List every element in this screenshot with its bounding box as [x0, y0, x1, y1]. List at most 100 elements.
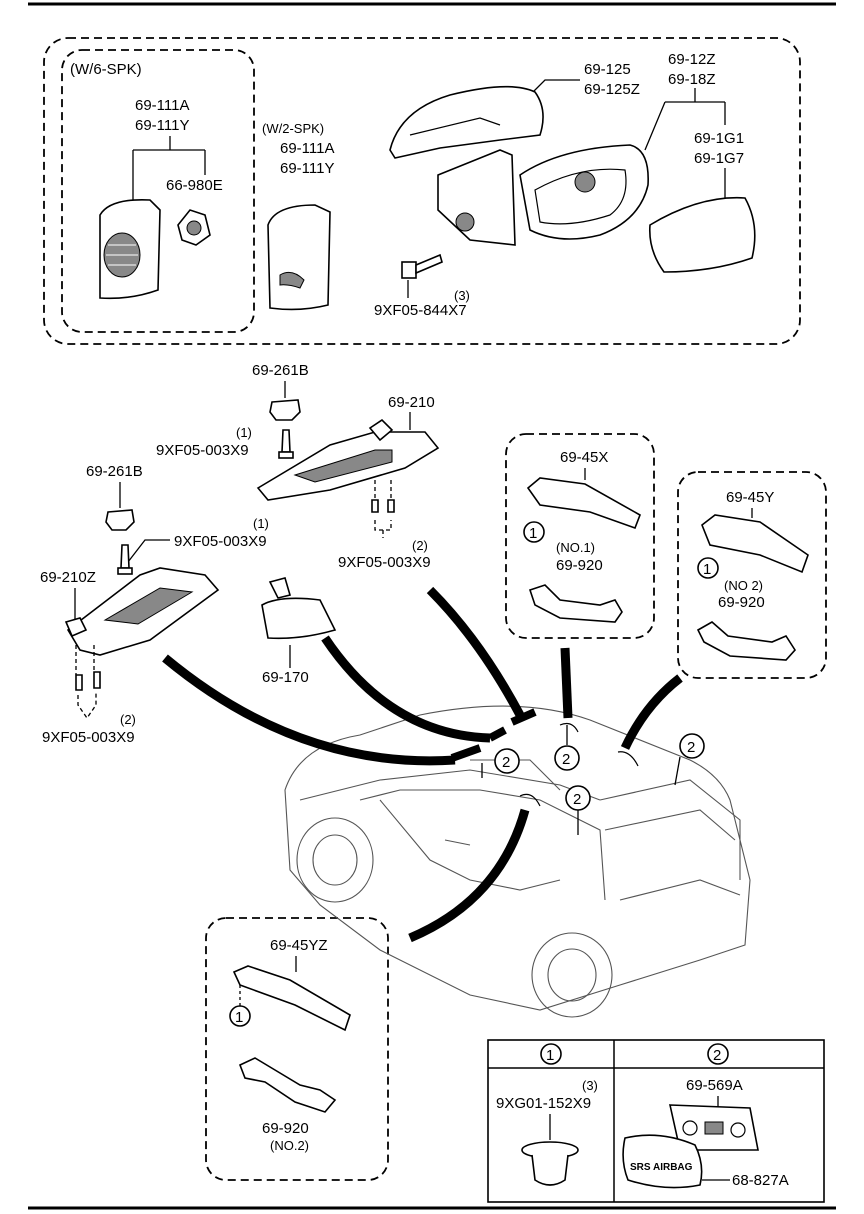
visor-clip-upper-number: 69-261B	[252, 362, 309, 379]
visor-right-band	[426, 586, 524, 718]
front-grip-ref: 1	[529, 525, 537, 542]
mirror-base	[437, 149, 516, 246]
rear-grip-bracket-number: 69-45Y	[726, 489, 774, 506]
front-assist-grip	[528, 584, 623, 623]
front-grip-band	[560, 647, 573, 719]
svg-text:2: 2	[687, 739, 695, 756]
front-grip-ref-circle	[523, 521, 545, 543]
bolt-quantity: (3)	[454, 288, 470, 303]
rear-assist-grip	[696, 621, 797, 661]
legend-col2-circle	[707, 1043, 729, 1065]
front-grip-bracket-number: 69-45X	[560, 449, 608, 466]
screw-lower-quantity: (1)	[253, 516, 269, 531]
mirror-assy-number-2: 69-18Z	[668, 71, 716, 88]
legend-col2-header: 2	[713, 1047, 721, 1064]
spk6-trim-number-2: 69-111Y	[135, 117, 190, 134]
speaker-number: 66-980E	[166, 177, 223, 194]
side-assist-grip	[238, 1057, 337, 1113]
svg-text:2: 2	[0, 0, 8, 4]
rear-grip-number: 69-920	[718, 594, 765, 611]
visor-left-number: 69-210Z	[40, 569, 96, 586]
push-clip	[521, 1141, 579, 1186]
clip-number: 9XG01-152X9	[496, 1095, 591, 1112]
visor-clip-lower-number: 69-261B	[86, 463, 143, 480]
legend-col1-circle	[540, 1043, 562, 1065]
side-grip-number: 69-920	[262, 1120, 309, 1137]
side-grip-ref: 1	[235, 1009, 243, 1026]
speaker-unit	[177, 209, 211, 246]
visor-clip-lower	[105, 509, 135, 531]
screw-upper-quantity: (1)	[236, 425, 252, 440]
visor-clip-upper	[269, 399, 301, 421]
roof-visor-marks	[450, 708, 537, 762]
side-grip-box	[205, 917, 389, 1181]
car-callout-3: 2	[565, 785, 591, 835]
visor-right-number: 69-210	[388, 394, 435, 411]
mirror-cover	[389, 85, 544, 159]
screws-right-pair	[371, 499, 395, 513]
mirror-glass-number-1: 69-1G1	[694, 130, 744, 147]
screw-upper	[278, 429, 294, 459]
screws-left-number: 9XF05-003X9	[42, 729, 135, 746]
rear-grip-note: (NO 2)	[724, 578, 763, 593]
spk6-trim-number-1: 69-111A	[135, 97, 190, 114]
rear-grip-bracket	[701, 514, 809, 574]
screw-upper-number: 9XF05-003X9	[156, 442, 249, 459]
sun-visor-right	[256, 418, 440, 501]
screw-lower-leader	[127, 539, 170, 563]
front-grip-box	[505, 433, 655, 639]
svg-text:2: 2	[562, 751, 570, 768]
spk6-header: (W/6-SPK)	[70, 61, 142, 78]
rear-grip-band	[620, 674, 683, 750]
screws-left-leader	[75, 645, 97, 720]
car-callout-1: 2	[481, 748, 520, 778]
front-grip-number: 69-920	[556, 557, 603, 574]
screws-left-quantity: (2)	[120, 712, 136, 727]
vehicle-outline	[284, 705, 751, 1018]
mirror-assy-number-1: 69-12Z	[668, 51, 716, 68]
mirror-cover-leader	[529, 79, 580, 96]
spk6-subgroup-box	[61, 49, 255, 333]
spk2-trim-number-2: 69-111Y	[280, 160, 335, 177]
airbag-bezel	[668, 1104, 759, 1151]
mirror-bolt	[401, 253, 443, 279]
roof-grip-marks	[519, 722, 639, 807]
screws-right-number: 9XF05-003X9	[338, 554, 431, 571]
mirror-assy-leader	[644, 88, 726, 151]
inner-mirror-band	[321, 635, 491, 743]
svg-text:2: 2	[502, 754, 510, 771]
side-grip-band	[408, 808, 530, 943]
screws-right-leader	[374, 480, 392, 538]
sun-visor-left	[64, 567, 220, 656]
side-grip-ref-circle	[229, 1005, 251, 1027]
screw-lower-number: 9XF05-003X9	[174, 533, 267, 550]
pillar-trim-plain	[267, 204, 331, 311]
front-grip-note: (NO.1)	[556, 540, 595, 555]
bezel-number: 69-569A	[686, 1077, 743, 1094]
srs-airbag-label: SRS AIRBAG	[622, 1134, 703, 1189]
bolt-number: 9XF05-844X7	[374, 302, 467, 319]
inner-mirror-number: 69-170	[262, 669, 309, 686]
svg-text:2: 2	[573, 791, 581, 808]
car-callout-2: 2	[554, 725, 580, 771]
side-grip-bracket-number: 69-45YZ	[270, 937, 328, 954]
spk2-header: (W/2-SPK)	[262, 121, 324, 136]
car-callout-4: 2	[674, 733, 705, 786]
mirror-cover-number-2: 69-125Z	[584, 81, 640, 98]
top-group-box	[43, 37, 801, 345]
clip-quantity: (3)	[582, 1078, 598, 1093]
mirror-cover-number-1: 69-125	[584, 61, 631, 78]
spk2-trim-number-1: 69-111A	[280, 140, 335, 157]
mirror-glass-number-2: 69-1G7	[694, 150, 744, 167]
mirror-glass	[648, 196, 756, 273]
screws-left-pair	[75, 671, 101, 691]
side-grip-bracket	[232, 965, 351, 1032]
svg-text:SRS AIRBAG: SRS AIRBAG	[630, 1162, 693, 1173]
mirror-housing	[519, 144, 649, 240]
label-number: 68-827A	[732, 1172, 789, 1189]
spk6-leader	[132, 136, 206, 200]
rear-grip-ref: 1	[703, 561, 711, 578]
rear-grip-ref-circle	[697, 557, 719, 579]
visor-left-band	[162, 654, 456, 766]
inner-rearview-mirror	[261, 577, 337, 640]
